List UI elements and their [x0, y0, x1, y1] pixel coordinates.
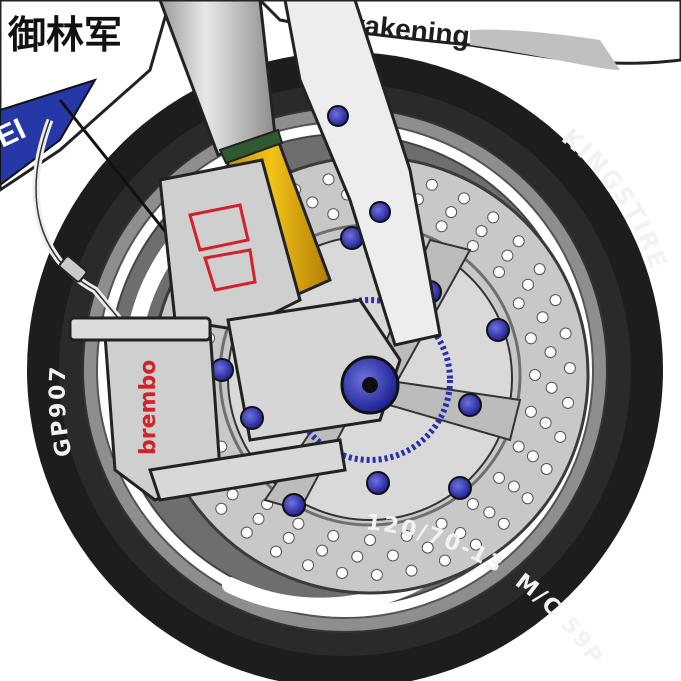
abs-tone-ring: [287, 297, 453, 463]
tire-model-label: GP907: [46, 364, 78, 459]
disc-hole: [438, 554, 451, 567]
disc-hole: [466, 240, 479, 252]
brake-line-outline: [35, 119, 121, 321]
disc-hole: [562, 396, 574, 409]
disc-hole: [501, 249, 514, 262]
disc-hole: [435, 220, 448, 233]
fork-seal: [218, 128, 284, 165]
disc-hole: [215, 502, 228, 515]
disc-hole: [306, 196, 319, 209]
disc-hole: [493, 471, 505, 484]
disc-hole: [435, 517, 448, 530]
disc-bolt: [486, 318, 510, 342]
fender-shadow: [470, 29, 620, 70]
fork-bolt: [327, 105, 349, 127]
caliper-arm: [148, 438, 347, 502]
disc-hole: [559, 327, 572, 340]
disc-hole: [554, 430, 567, 443]
disc-hole: [302, 559, 315, 572]
disc-hole: [475, 225, 488, 238]
disc-hole: [454, 527, 467, 539]
brake-line-fitting: [58, 255, 88, 283]
disc-hole: [364, 534, 376, 546]
disc-hole: [539, 416, 552, 429]
caliper-mount: [68, 316, 212, 342]
disc-hole: [322, 173, 335, 186]
disc-hole: [524, 332, 537, 345]
fork-bolt: [369, 201, 391, 223]
caliper-brand-label: brembo: [136, 360, 161, 455]
fork-bolt: [240, 406, 264, 430]
disc-hole: [327, 208, 340, 221]
disc-hole: [445, 206, 458, 219]
disc-hole: [292, 517, 305, 530]
disc-bolt: [282, 493, 306, 517]
disc-hole: [526, 450, 539, 463]
disc-hole: [405, 564, 418, 577]
disc-hole: [549, 294, 562, 307]
disc-bolt: [458, 393, 482, 417]
disc-hole: [425, 178, 438, 191]
disc-hole: [487, 211, 500, 224]
disc-bolt: [366, 471, 390, 495]
disc-hole: [327, 529, 340, 542]
disc-hole: [252, 512, 265, 525]
disc-hole: [400, 529, 413, 542]
disc-hole: [524, 405, 537, 418]
disc-hole: [536, 311, 549, 324]
disc-hole: [563, 362, 576, 375]
disc-hole: [540, 463, 553, 475]
disc-hole: [493, 266, 505, 279]
disc-hole: [370, 568, 383, 581]
disc-hole: [240, 526, 253, 539]
disc-hole: [282, 531, 295, 544]
disc-hole: [466, 498, 479, 510]
disc-hole: [533, 263, 546, 276]
disc-hole: [521, 492, 534, 505]
disc-hole: [545, 381, 558, 394]
disc-hole: [512, 297, 525, 310]
disc-hole: [544, 346, 557, 359]
disc-hole: [458, 192, 470, 205]
disc-hole: [512, 440, 525, 453]
disc-hole: [483, 506, 496, 519]
disc-hole: [386, 549, 399, 562]
disc-hole: [529, 369, 541, 381]
disc-hole: [497, 517, 510, 530]
disc-bolt: [448, 476, 472, 500]
disc-hole: [522, 278, 534, 291]
disc-hole: [316, 544, 329, 557]
disc-hole: [469, 538, 482, 551]
disc-hole: [351, 550, 364, 563]
disc-hole: [421, 541, 434, 554]
fairing-calligraphy: 御林军: [7, 12, 122, 57]
disc-hole: [270, 545, 282, 558]
disc-hole: [336, 567, 349, 579]
axle-nut-center: [362, 377, 378, 393]
disc-hole: [507, 480, 520, 493]
gs-monogram-icon: [188, 203, 257, 292]
disc-hole: [226, 488, 239, 501]
fork-right-leg: [283, 0, 442, 347]
disc-hole: [512, 235, 525, 248]
